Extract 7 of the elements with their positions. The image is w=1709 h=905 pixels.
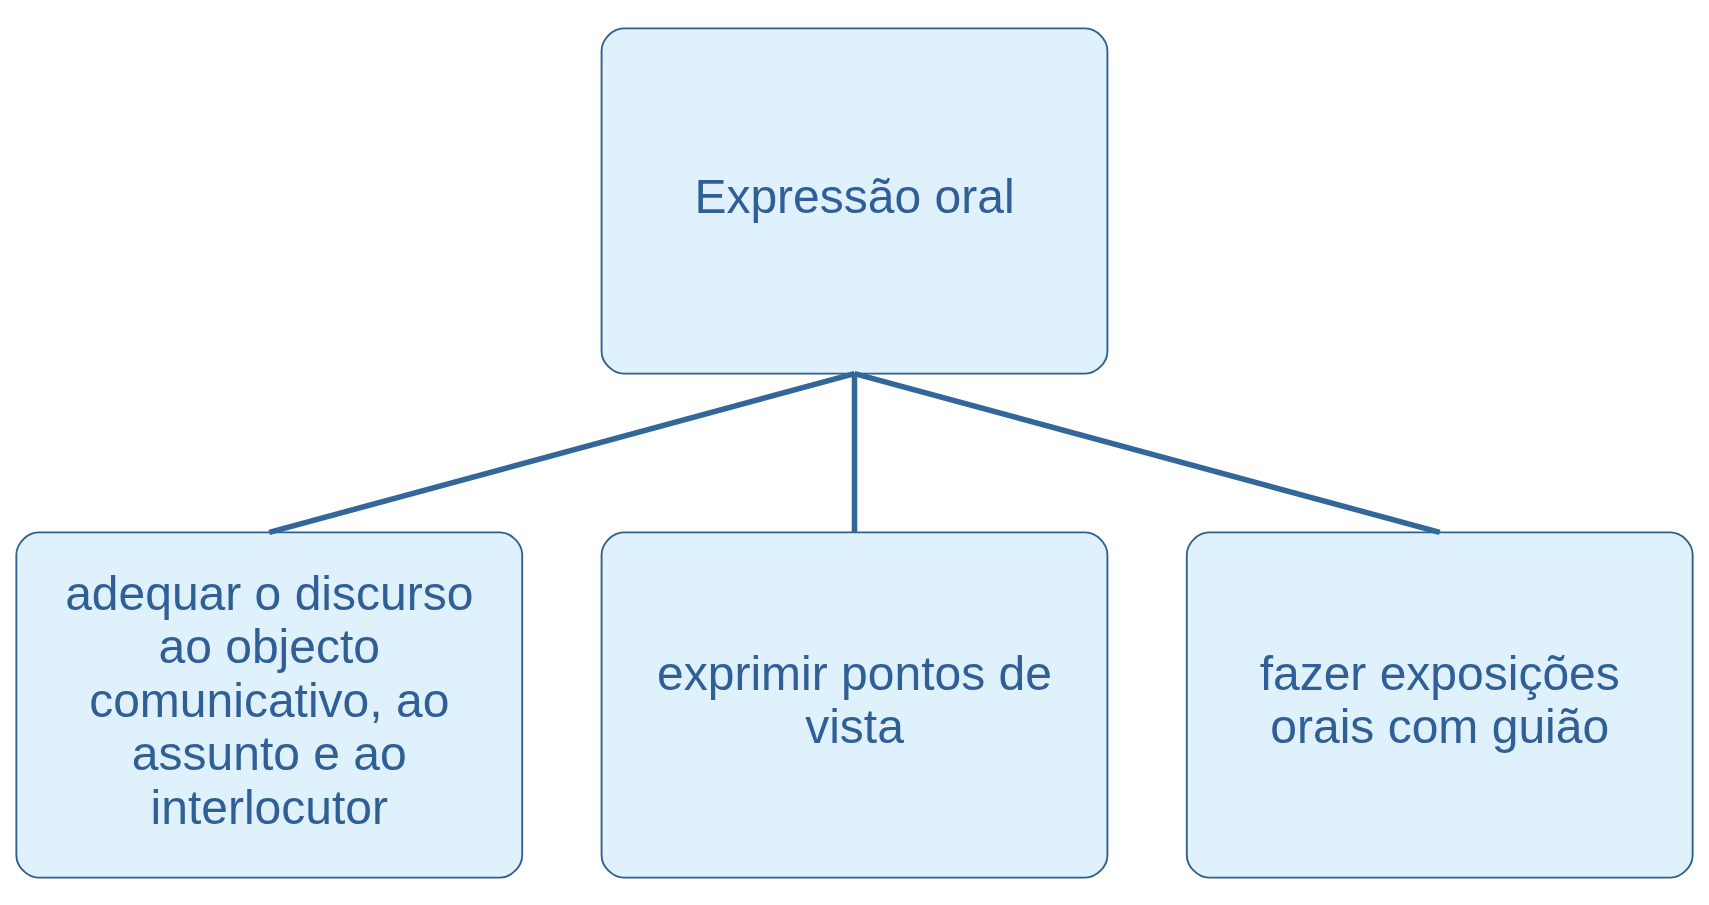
connector — [268, 370, 856, 535]
node-box: exprimir pontos de vista — [600, 530, 1109, 879]
node-box: adequar o discurso ao objecto comunicativo, ao assunto e ao interlocutor — [15, 530, 524, 879]
node-box: Expressão oral — [600, 26, 1109, 375]
connector — [853, 370, 1441, 535]
connector — [851, 373, 858, 532]
node-box: fazer exposições orais com guião — [1185, 530, 1694, 879]
